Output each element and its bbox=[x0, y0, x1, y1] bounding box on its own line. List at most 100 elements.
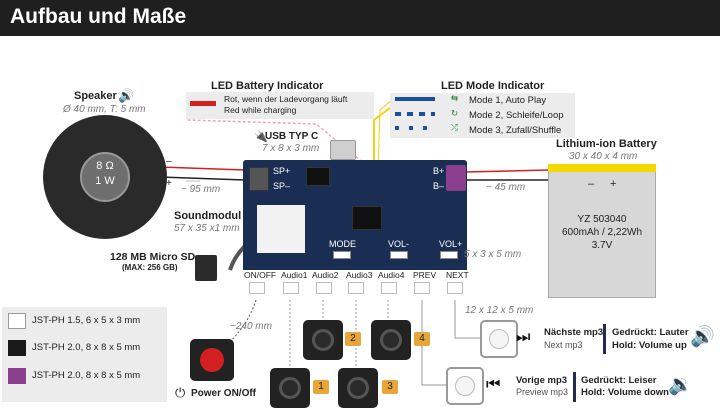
prev-button-cap bbox=[455, 376, 475, 396]
speaker-dims: Ø 40 mm, T: 5 mm bbox=[63, 104, 146, 115]
header-bar bbox=[0, 0, 720, 36]
jst-next bbox=[447, 282, 463, 294]
audio2-tag: 2 bbox=[345, 332, 361, 346]
audio1-button-cap bbox=[279, 377, 301, 399]
sd-card-slot bbox=[257, 205, 305, 253]
port-onoff: ON/OFF bbox=[244, 270, 277, 280]
jst-onoff bbox=[249, 282, 265, 294]
next-hold: Hold: Volume up bbox=[612, 340, 687, 351]
prev-divider bbox=[573, 372, 576, 402]
power-wire-length: ~240 mm bbox=[230, 321, 272, 332]
vol-plus-switch[interactable] bbox=[440, 251, 458, 259]
port-audio4: Audio4 bbox=[378, 270, 405, 280]
switch-dims: 5 x 3 x 5 mm bbox=[464, 249, 522, 260]
next-track-icon: ⏭ bbox=[516, 329, 531, 346]
port-audio2: Audio2 bbox=[312, 270, 339, 280]
audio2-button-cap bbox=[312, 329, 334, 351]
port-next: NEXT bbox=[446, 270, 469, 280]
speaker-connector bbox=[249, 167, 269, 191]
mode-switch[interactable] bbox=[333, 251, 351, 259]
led-battery-de: Rot, wenn der Ladevorgang läuft bbox=[224, 94, 348, 104]
legend-swatch-jst20-purple bbox=[8, 368, 26, 384]
speaker-title: Speaker bbox=[74, 90, 117, 102]
mode-label: MODE bbox=[329, 239, 356, 249]
vol-plus-label: VOL+ bbox=[439, 239, 463, 249]
red-led-icon bbox=[190, 101, 216, 106]
mode3-led-icon bbox=[395, 126, 435, 130]
next-pressed: Gedrückt: Lauter bbox=[612, 327, 689, 338]
usb-dims: 7 x 8 x 3 mm bbox=[262, 143, 320, 154]
audio3-button-cap bbox=[347, 377, 369, 399]
power-icon: ⏻ bbox=[175, 385, 186, 400]
legend-swatch-jst15 bbox=[8, 313, 26, 329]
battery-voltage: 3.7V bbox=[591, 240, 613, 251]
loop-icon: ↻ bbox=[451, 108, 459, 118]
usb-cable-icon: 🔌 bbox=[254, 131, 268, 143]
usb-port bbox=[330, 140, 356, 160]
jst-audio3 bbox=[348, 282, 364, 294]
next-divider bbox=[603, 324, 606, 354]
battery-capacity: 600mAh / 2,22Wh bbox=[561, 227, 643, 238]
vol-minus-label: VOL- bbox=[388, 239, 410, 249]
main-chip bbox=[352, 206, 382, 230]
legend-label-jst20-black: JST-PH 2.0, 8 x 8 x 5 mm bbox=[32, 342, 141, 353]
battery-title: Lithium-ion Battery bbox=[556, 138, 657, 150]
legend-swatch-jst20-black bbox=[8, 340, 26, 356]
speaker-impedance: 8 Ω bbox=[96, 160, 114, 172]
battery-dims: 30 x 40 x 4 mm bbox=[569, 151, 638, 162]
sdcard-note: (MAX: 256 GB) bbox=[122, 263, 178, 272]
speaker-power: 1 W bbox=[95, 175, 115, 187]
audio4-button-cap bbox=[380, 329, 402, 351]
amp-chip bbox=[306, 167, 330, 186]
mode1-led-icon bbox=[395, 97, 435, 101]
sdcard-title: 128 MB Micro SD bbox=[110, 251, 196, 263]
mode2-led-icon bbox=[395, 112, 435, 116]
next-title: Nächste mp3 bbox=[544, 327, 604, 338]
sp-minus-label: SP– bbox=[273, 181, 291, 191]
b-plus-label: B+ bbox=[433, 166, 445, 176]
usb-title: USB TYP C bbox=[265, 131, 319, 142]
soundmodul-title: Soundmodul bbox=[174, 210, 242, 222]
prev-sub: Preview mp3 bbox=[516, 387, 569, 397]
next-sub: Next mp3 bbox=[544, 340, 583, 350]
battery-minus: – bbox=[588, 178, 595, 190]
power-label: Power ON/Off bbox=[191, 388, 257, 399]
legend-label-jst15: JST-PH 1.5, 6 x 5 x 3 mm bbox=[32, 315, 141, 326]
audio3-tag: 3 bbox=[382, 380, 398, 394]
port-audio3: Audio3 bbox=[346, 270, 373, 280]
battery-plus: + bbox=[610, 178, 617, 190]
speaker-minus: – bbox=[166, 156, 172, 167]
page-title: Aufbau und Maße bbox=[10, 5, 187, 28]
sd-card-icon bbox=[195, 255, 217, 281]
battery-body bbox=[548, 164, 656, 298]
jst-audio2 bbox=[316, 282, 332, 294]
sp-plus-label: SP+ bbox=[273, 166, 291, 176]
b-minus-label: B– bbox=[433, 181, 445, 191]
soundmodul-dims: 57 x 35 x1 mm bbox=[174, 223, 240, 234]
audio1-tag: 1 bbox=[313, 380, 329, 394]
led-battery-title: LED Battery Indicator bbox=[211, 80, 324, 92]
jst-audio4 bbox=[381, 282, 397, 294]
legend-panel bbox=[2, 307, 167, 402]
legend-label-jst20-purple: JST-PH 2.0, 8 x 8 x 5 mm bbox=[32, 370, 141, 381]
battery-connector bbox=[446, 165, 466, 191]
led-mode-title: LED Mode Indicator bbox=[441, 80, 545, 92]
led-battery-en: Red while charging bbox=[224, 105, 297, 115]
port-prev: PREV bbox=[413, 270, 437, 280]
prev-pressed: Gedrückt: Leiser bbox=[581, 375, 657, 386]
speaker-wire-length: ~ 95 mm bbox=[181, 184, 221, 195]
prev-button[interactable] bbox=[446, 367, 484, 405]
battery-wire-length: ~ 45 mm bbox=[486, 182, 526, 193]
next-button-cap bbox=[489, 329, 509, 349]
shuffle-icon: ⤮ bbox=[451, 122, 458, 132]
prev-track-icon: ⏮ bbox=[486, 376, 501, 393]
mode3-label: Mode 3, Zufall/Shuffle bbox=[469, 125, 562, 136]
vol-minus-switch[interactable] bbox=[390, 251, 408, 259]
speaker-cone bbox=[80, 152, 130, 202]
prev-hold: Hold: Volume down bbox=[581, 387, 669, 398]
button-dims: 12 x 12 x 5 mm bbox=[465, 305, 534, 316]
led-battery-panel bbox=[186, 92, 374, 119]
speaker-plus: + bbox=[166, 178, 172, 189]
autoplay-icon: ⇆ bbox=[451, 93, 459, 103]
jst-audio1 bbox=[283, 282, 299, 294]
